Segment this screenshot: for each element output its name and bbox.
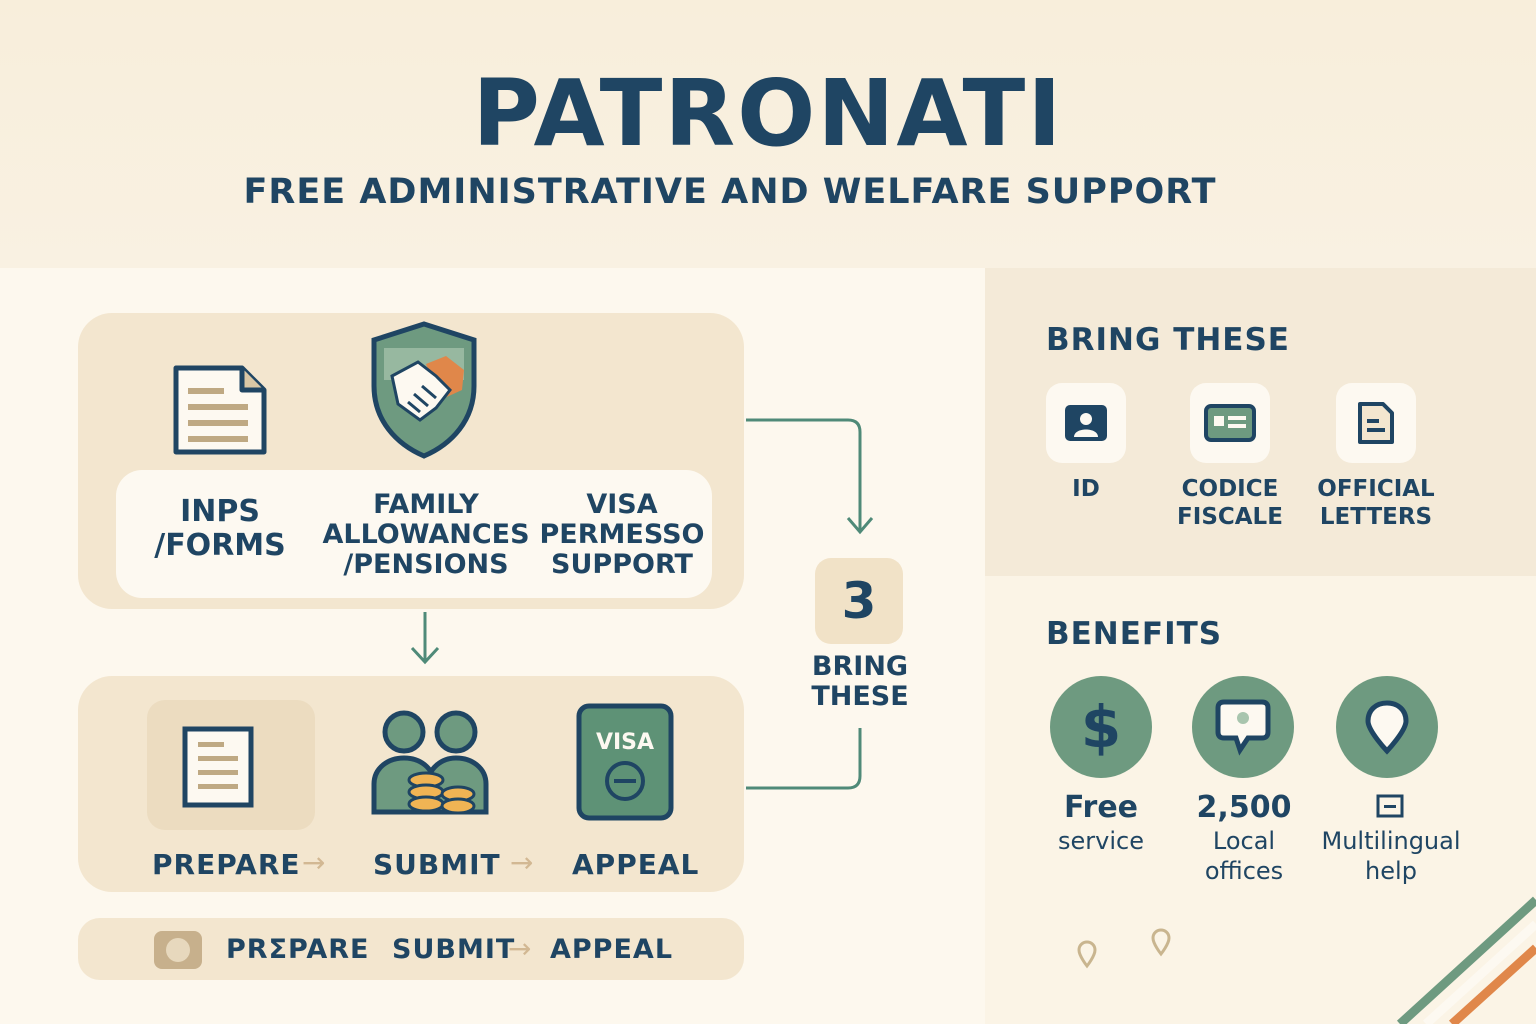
letter-icon	[1336, 383, 1416, 463]
step-prepare: PREPARE	[152, 848, 301, 881]
connector-line	[746, 418, 874, 535]
down-arrow-icon	[410, 612, 440, 665]
bring-label-codice: CODICE FISCALE	[1177, 476, 1283, 530]
benefit-text-multilingual: Multilingual help	[1321, 827, 1461, 885]
page-subtitle: FREE ADMINISTRATIVE AND WELFARE SUPPORT	[243, 172, 1217, 212]
visa-text: VISA	[596, 730, 654, 755]
document-icon	[173, 365, 267, 455]
bring-label-id: ID	[1072, 476, 1100, 502]
step-submit: SUBMIT	[373, 848, 501, 881]
summary-arrow-icon: →	[508, 932, 532, 965]
people-coins-icon	[371, 710, 489, 815]
summary-step-prepare: PRƩPARE	[226, 934, 370, 965]
bring-these-title: BRING THESE	[1046, 322, 1290, 358]
map-pin-icon	[1151, 928, 1171, 957]
location-pin-icon	[1336, 676, 1438, 778]
connector-line	[746, 728, 862, 790]
connector-label: BRING THESE	[811, 651, 909, 713]
tax-card-icon	[1190, 383, 1270, 463]
service-label-inps: INPS /FORMS	[154, 494, 286, 563]
step-arrow-icon: →	[302, 846, 326, 879]
bring-count-badge: 3	[815, 558, 903, 644]
summary-square-icon	[154, 931, 202, 969]
id-card-icon	[1046, 383, 1126, 463]
page-title: PATRONATI	[472, 60, 1064, 167]
service-label-family: FAMILY ALLOWANCES /PENSIONS	[322, 489, 530, 581]
header-band	[0, 0, 1536, 268]
summary-step-appeal: APPEAL	[550, 934, 674, 965]
step-appeal: APPEAL	[572, 848, 700, 881]
dollar-icon: $	[1050, 676, 1152, 778]
summary-step-submit: SUBMIT	[392, 934, 516, 965]
benefits-area	[985, 576, 1536, 1024]
visa-passport-icon: VISA	[576, 703, 674, 821]
benefit-text-offices: Local offices	[1204, 827, 1284, 885]
service-label-visa: VISA PERMESSO SUPPORT	[539, 489, 705, 581]
handshake-shield-icon	[371, 321, 477, 459]
form-icon	[182, 726, 254, 808]
benefit-text-free: service	[1058, 827, 1144, 855]
step-arrow-icon: →	[510, 846, 534, 879]
benefits-title: BENEFITS	[1046, 616, 1223, 652]
tricolor-stripes	[1396, 896, 1536, 1024]
bring-label-letters: OFFICIAL LETTERS	[1317, 476, 1435, 530]
benefit-strong-free: Free	[1063, 790, 1139, 825]
benefit-strong-offices: 2,500	[1196, 790, 1292, 825]
chat-bubble-icon	[1192, 676, 1294, 778]
map-pin-icon	[1077, 940, 1097, 969]
services-label-box	[116, 470, 712, 598]
language-icon	[1376, 794, 1404, 818]
